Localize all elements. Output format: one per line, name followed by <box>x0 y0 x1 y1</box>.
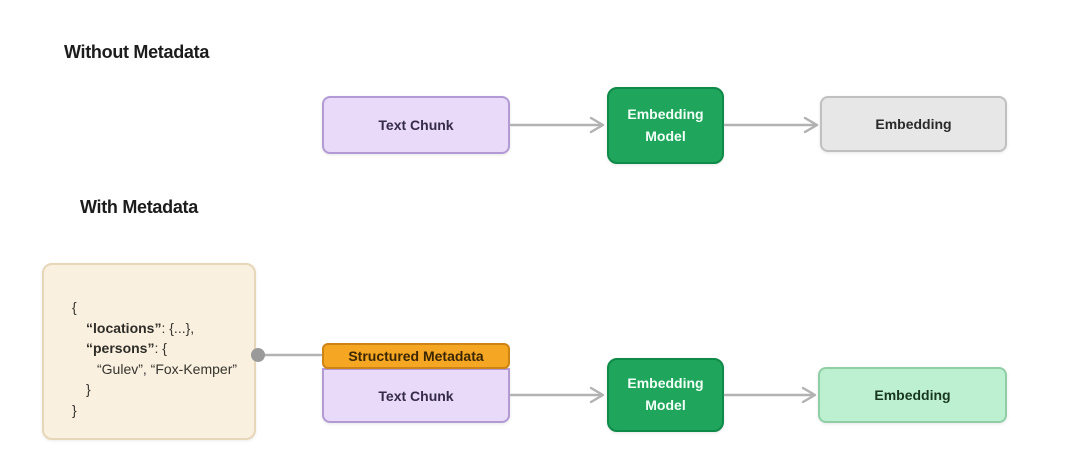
json-rest-locations: : {...}, <box>161 319 195 336</box>
json-key-persons: “persons” <box>86 340 155 356</box>
json-key-locations: “locations” <box>86 319 162 336</box>
structured-metadata-node: Structured Metadata <box>322 343 510 369</box>
json-line-open: { <box>72 299 77 315</box>
json-line-persons: “persons”: { <box>72 338 244 359</box>
text-chunk-node-row2: Text Chunk <box>322 368 510 423</box>
text-chunk-node-row1: Text Chunk <box>322 96 510 154</box>
json-line-locations: “locations”: {...}, <box>72 318 244 339</box>
json-line-close: } <box>72 401 77 418</box>
embedding-model-node-row2: Embedding Model <box>607 358 724 432</box>
arrow-row2-chunk-to-model <box>509 386 605 404</box>
arrow-row1-model-to-embedding <box>723 116 819 134</box>
connector-json-to-metadata <box>251 348 323 362</box>
section-title-with-metadata: With Metadata <box>80 197 198 217</box>
json-rest-persons: : { <box>154 340 167 356</box>
json-line-close-inner: } <box>86 381 91 397</box>
arrow-row2-model-to-embedding <box>723 386 817 404</box>
metadata-json-box: { “locations”: {...}, “persons”: { “Gule… <box>42 263 256 440</box>
json-line-values: “Gulev”, “Fox-Kemper” <box>97 360 238 377</box>
embedding-node-row2: Embedding <box>818 367 1007 423</box>
arrow-row1-chunk-to-model <box>509 116 605 134</box>
embedding-model-node-row1: Embedding Model <box>607 87 724 164</box>
embedding-node-row1: Embedding <box>820 96 1007 152</box>
section-title-without-metadata: Without Metadata <box>64 42 210 62</box>
